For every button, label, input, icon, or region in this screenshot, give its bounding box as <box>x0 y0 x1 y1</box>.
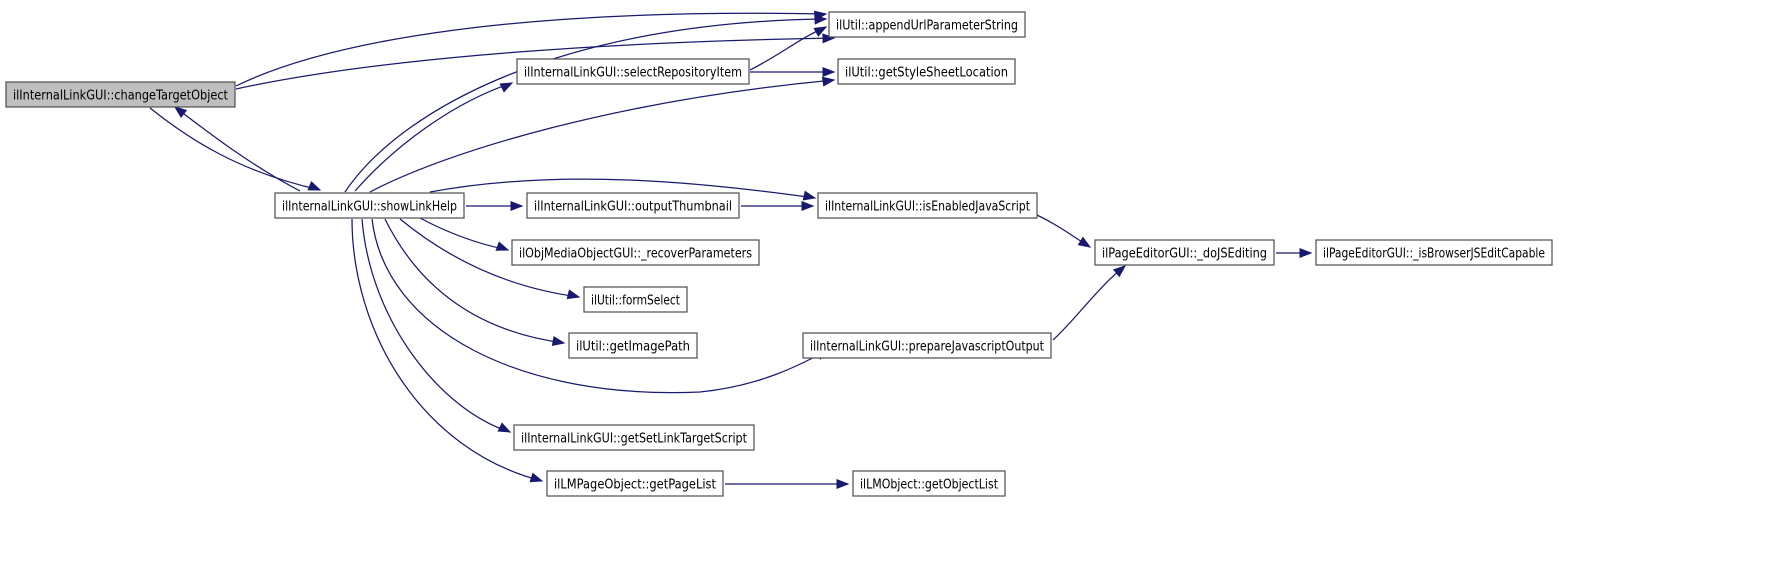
node-label: ilInternalLinkGUI::changeTargetObject <box>13 89 228 104</box>
arrowhead-icon <box>499 82 514 93</box>
graph-node-getImagePath[interactable]: ilUtil::getImagePath <box>568 332 698 359</box>
edge-selectRepositoryItem-to-appendUrlParameterString <box>749 26 827 71</box>
arrowhead-icon <box>802 190 817 201</box>
graph-node-showLinkHelp[interactable]: ilInternalLinkGUI::showLinkHelp <box>274 192 465 219</box>
edge-showLinkHelp-to-getStyleSheetLocation <box>369 79 835 193</box>
graph-node-isBrowserJSEditCapable[interactable]: ilPageEditorGUI::_isBrowserJSEditCapable <box>1315 239 1553 266</box>
arrowhead-icon <box>1299 247 1313 259</box>
node-label: ilPageEditorGUI::_doJSEditing <box>1102 247 1267 262</box>
graph-node-changeTargetObject[interactable]: ilInternalLinkGUI::changeTargetObject <box>5 81 236 108</box>
node-box[interactable] <box>568 332 698 359</box>
arrowhead-icon <box>822 66 836 78</box>
edge-prepareJavascriptOutput-to-doJSEditing <box>1052 265 1126 341</box>
graph-node-prepareJavascriptOutput[interactable]: ilInternalLinkGUI::prepareJavascriptOutp… <box>802 332 1052 359</box>
nodes-layer: ilInternalLinkGUI::changeTargetObjectilU… <box>5 11 1553 497</box>
edge-showLinkHelp-to-prepareJavascriptOutput <box>371 218 829 394</box>
arrowhead-icon <box>801 200 815 212</box>
edge-showLinkHelp-to-getSetLinkTargetScript <box>361 218 511 433</box>
arrowhead-icon <box>836 478 850 490</box>
node-box[interactable] <box>511 239 760 266</box>
arrowhead-icon <box>497 422 512 433</box>
node-label: ilInternalLinkGUI::selectRepositoryItem <box>524 66 742 81</box>
node-box[interactable] <box>583 286 688 313</box>
graph-node-formSelect[interactable]: ilUtil::formSelect <box>583 286 688 313</box>
node-box[interactable] <box>274 192 465 219</box>
node-label: ilUtil::formSelect <box>591 294 680 309</box>
node-box[interactable] <box>837 58 1016 85</box>
edge-showLinkHelp-to-appendUrlParameterString <box>344 18 827 193</box>
node-box[interactable] <box>546 470 724 497</box>
arrowhead-icon <box>821 76 836 87</box>
edge-showLinkHelp-to-changeTargetObject <box>174 106 301 192</box>
edges-layer <box>149 12 1311 485</box>
edge-showLinkHelp-to-getImagePath <box>384 218 565 344</box>
node-label: ilInternalLinkGUI::getSetLinkTargetScrip… <box>521 432 747 447</box>
node-label: ilLMPageObject::getPageList <box>554 478 716 493</box>
edge-showLinkHelp-to-isEnabledJavaScript <box>429 178 816 199</box>
edge-showLinkHelp-to-getPageList <box>351 218 543 482</box>
edge-showLinkHelp-to-recoverParameters <box>419 217 509 251</box>
graph-node-getStyleSheetLocation[interactable]: ilUtil::getStyleSheetLocation <box>837 58 1016 85</box>
graph-node-outputThumbnail[interactable]: ilInternalLinkGUI::outputThumbnail <box>526 192 740 219</box>
node-label: ilLMObject::getObjectList <box>860 478 998 493</box>
node-label: ilInternalLinkGUI::outputThumbnail <box>534 200 732 215</box>
node-box[interactable] <box>852 470 1006 497</box>
graph-node-getObjectList[interactable]: ilLMObject::getObjectList <box>852 470 1006 497</box>
node-box[interactable] <box>1094 239 1275 266</box>
arrowhead-icon <box>814 14 828 25</box>
graph-node-getSetLinkTargetScript[interactable]: ilInternalLinkGUI::getSetLinkTargetScrip… <box>513 424 755 451</box>
node-box[interactable] <box>1315 239 1553 266</box>
graph-node-getPageList[interactable]: ilLMPageObject::getPageList <box>546 470 724 497</box>
arrowhead-icon <box>510 200 524 212</box>
arrowhead-icon <box>495 241 510 251</box>
node-label: ilInternalLinkGUI::isEnabledJavaScript <box>825 200 1030 215</box>
node-label: ilInternalLinkGUI::showLinkHelp <box>282 200 457 215</box>
arrowhead-icon <box>551 336 566 346</box>
graph-node-appendUrlParameterString[interactable]: ilUtil::appendUrlParameterString <box>828 11 1026 38</box>
edge-showLinkHelp-to-formSelect <box>399 218 580 298</box>
edge-changeTargetObject-to-appendUrlParameterString <box>235 12 827 87</box>
node-label: ilUtil::getStyleSheetLocation <box>845 66 1008 81</box>
arrowhead-icon <box>1112 265 1127 278</box>
arrowhead-icon <box>307 181 322 191</box>
node-box[interactable] <box>526 192 740 219</box>
arrowhead-icon <box>813 26 828 37</box>
arrowhead-icon <box>173 106 188 119</box>
node-box[interactable] <box>828 11 1026 38</box>
arrowhead-icon <box>566 289 581 300</box>
graph-node-isEnabledJavaScript[interactable]: ilInternalLinkGUI::isEnabledJavaScript <box>817 192 1038 219</box>
graph-node-selectRepositoryItem[interactable]: ilInternalLinkGUI::selectRepositoryItem <box>516 58 750 85</box>
arrowhead-icon <box>529 472 544 483</box>
graph-node-doJSEditing[interactable]: ilPageEditorGUI::_doJSEditing <box>1094 239 1275 266</box>
edge-changeTargetObject-to-showLinkHelp <box>149 107 321 191</box>
graph-node-recoverParameters[interactable]: ilObjMediaObjectGUI::_recoverParameters <box>511 239 760 266</box>
node-box[interactable] <box>802 332 1052 359</box>
edge-changeTargetObject-to-getStyleSheetLocation <box>235 37 835 90</box>
node-label: ilPageEditorGUI::_isBrowserJSEditCapable <box>1323 247 1545 262</box>
arrowhead-icon <box>1077 236 1092 248</box>
node-label: ilInternalLinkGUI::prepareJavascriptOutp… <box>810 340 1044 355</box>
edge-showLinkHelp-to-selectRepositoryItem <box>354 82 513 192</box>
node-label: ilUtil::getImagePath <box>576 340 690 355</box>
node-box[interactable] <box>516 58 750 85</box>
node-label: ilObjMediaObjectGUI::_recoverParameters <box>519 247 752 262</box>
node-label: ilUtil::appendUrlParameterString <box>836 19 1018 34</box>
node-box[interactable] <box>513 424 755 451</box>
node-box[interactable] <box>5 81 236 108</box>
node-box[interactable] <box>817 192 1038 219</box>
